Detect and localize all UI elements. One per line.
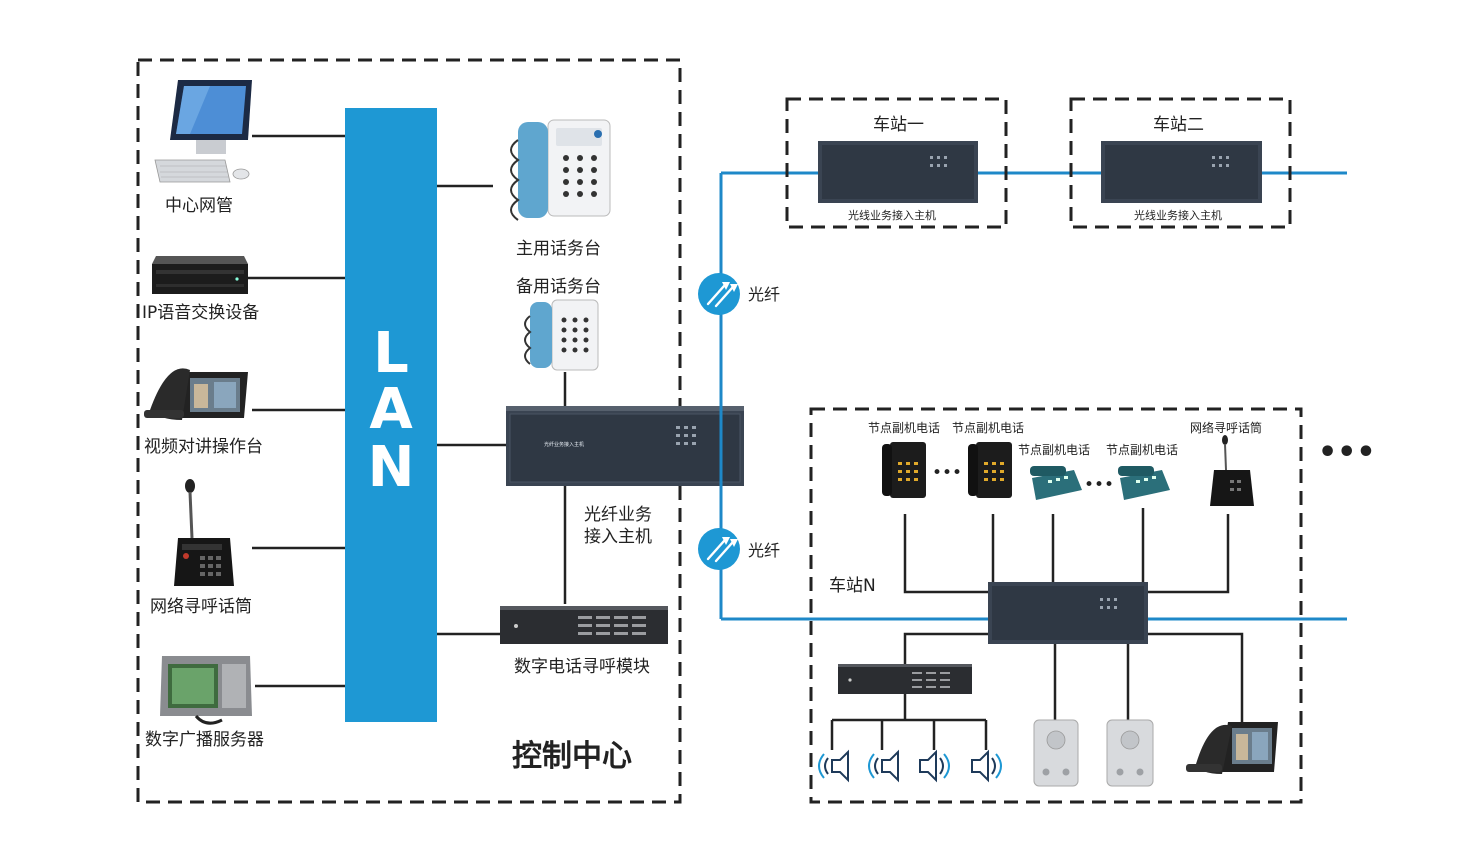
node-phone-label-4: 节点副机电话 <box>1106 443 1178 457</box>
node-phone-label-3: 节点副机电话 <box>1018 443 1090 457</box>
speaker-icon-1 <box>818 749 849 783</box>
station-2-name: 车站二 <box>1153 115 1204 135</box>
lan-bar <box>345 108 437 722</box>
control-center-title: 控制中心 <box>512 739 632 774</box>
svg-text:光纤业务接入主机: 光纤业务接入主机 <box>544 441 584 448</box>
speaker-icon-4 <box>971 749 1002 783</box>
fiber-icon-lower <box>698 528 740 570</box>
central-fiber-host-icon: 光纤业务接入主机 <box>506 406 744 486</box>
station-n-paging-mic-icon <box>1210 435 1254 506</box>
backup-console-phone-icon <box>524 299 599 371</box>
fiber-host-label-line1: 光纤业务 <box>584 505 652 525</box>
station-n-video-phone-icon <box>1186 722 1278 774</box>
paging-mic-label: 网络寻呼话筒 <box>150 597 252 617</box>
fiber-label-lower: 光纤 <box>748 541 780 560</box>
desk-phone-icon-2 <box>1118 466 1170 500</box>
rack-switch-icon <box>152 256 248 294</box>
help-point-icon-2 <box>1106 719 1154 787</box>
node-phone-label-2: 节点副机电话 <box>952 421 1024 435</box>
station-1-host-icon <box>818 141 978 203</box>
speaker-icon-2 <box>868 749 899 783</box>
station-n-paging-mic-label: 网络寻呼话筒 <box>1190 420 1262 435</box>
station-n-paging-module-icon <box>838 664 972 694</box>
station-1-host-label: 光线业务接入主机 <box>848 208 936 222</box>
ellipsis-more-stations: ••• <box>1318 435 1376 470</box>
explosion-proof-phone-icon-2 <box>968 442 1012 498</box>
station-n-name: 车站N <box>829 576 876 596</box>
center-nms-label: 中心网管 <box>165 196 233 216</box>
left-connectors <box>248 134 345 688</box>
desk-phone-icon-1 <box>1030 466 1082 500</box>
station-2-host-icon <box>1101 141 1262 203</box>
station-n-host-icon <box>988 582 1148 644</box>
speaker-icon-3 <box>919 749 950 783</box>
computer-icon <box>154 80 252 183</box>
lan-letter-l: L <box>373 321 409 386</box>
station-2-boundary <box>1069 97 1292 229</box>
station-1-boundary <box>785 97 1008 229</box>
main-console-phone-icon <box>510 119 611 221</box>
paging-module-icon <box>500 606 668 644</box>
station-2-host-label: 光线业务接入主机 <box>1134 208 1222 222</box>
fiber-lines <box>719 171 1347 621</box>
node-phone-label-1: 节点副机电话 <box>868 421 940 435</box>
lan-letter-a: A <box>369 377 413 442</box>
broadcast-server-icon <box>160 656 252 725</box>
ellipsis-phones-1: ••• <box>932 463 962 483</box>
station-n-connectors <box>830 508 1244 750</box>
ip-voice-switch-label: IP语音交换设备 <box>142 303 259 323</box>
station-n-boundary <box>809 407 1303 804</box>
explosion-proof-phone-icon-1 <box>882 442 926 498</box>
help-point-icon-1 <box>1033 719 1079 787</box>
broadcast-server-label: 数字广播服务器 <box>145 730 264 750</box>
video-intercom-label: 视频对讲操作台 <box>144 437 263 457</box>
video-phone-icon <box>144 368 248 420</box>
fiber-label-upper: 光纤 <box>748 285 780 304</box>
right-connectors <box>437 184 567 636</box>
paging-microphone-icon <box>174 479 234 586</box>
fiber-icon-upper <box>698 273 740 315</box>
main-console-label: 主用话务台 <box>516 239 601 259</box>
paging-module-label: 数字电话寻呼模块 <box>514 657 650 677</box>
backup-console-label: 备用话务台 <box>516 277 601 297</box>
lan-letter-n: N <box>368 435 415 500</box>
ellipsis-phones-2: ••• <box>1084 475 1114 495</box>
station-1-name: 车站一 <box>873 115 924 135</box>
fiber-host-label-line2: 接入主机 <box>584 527 652 547</box>
